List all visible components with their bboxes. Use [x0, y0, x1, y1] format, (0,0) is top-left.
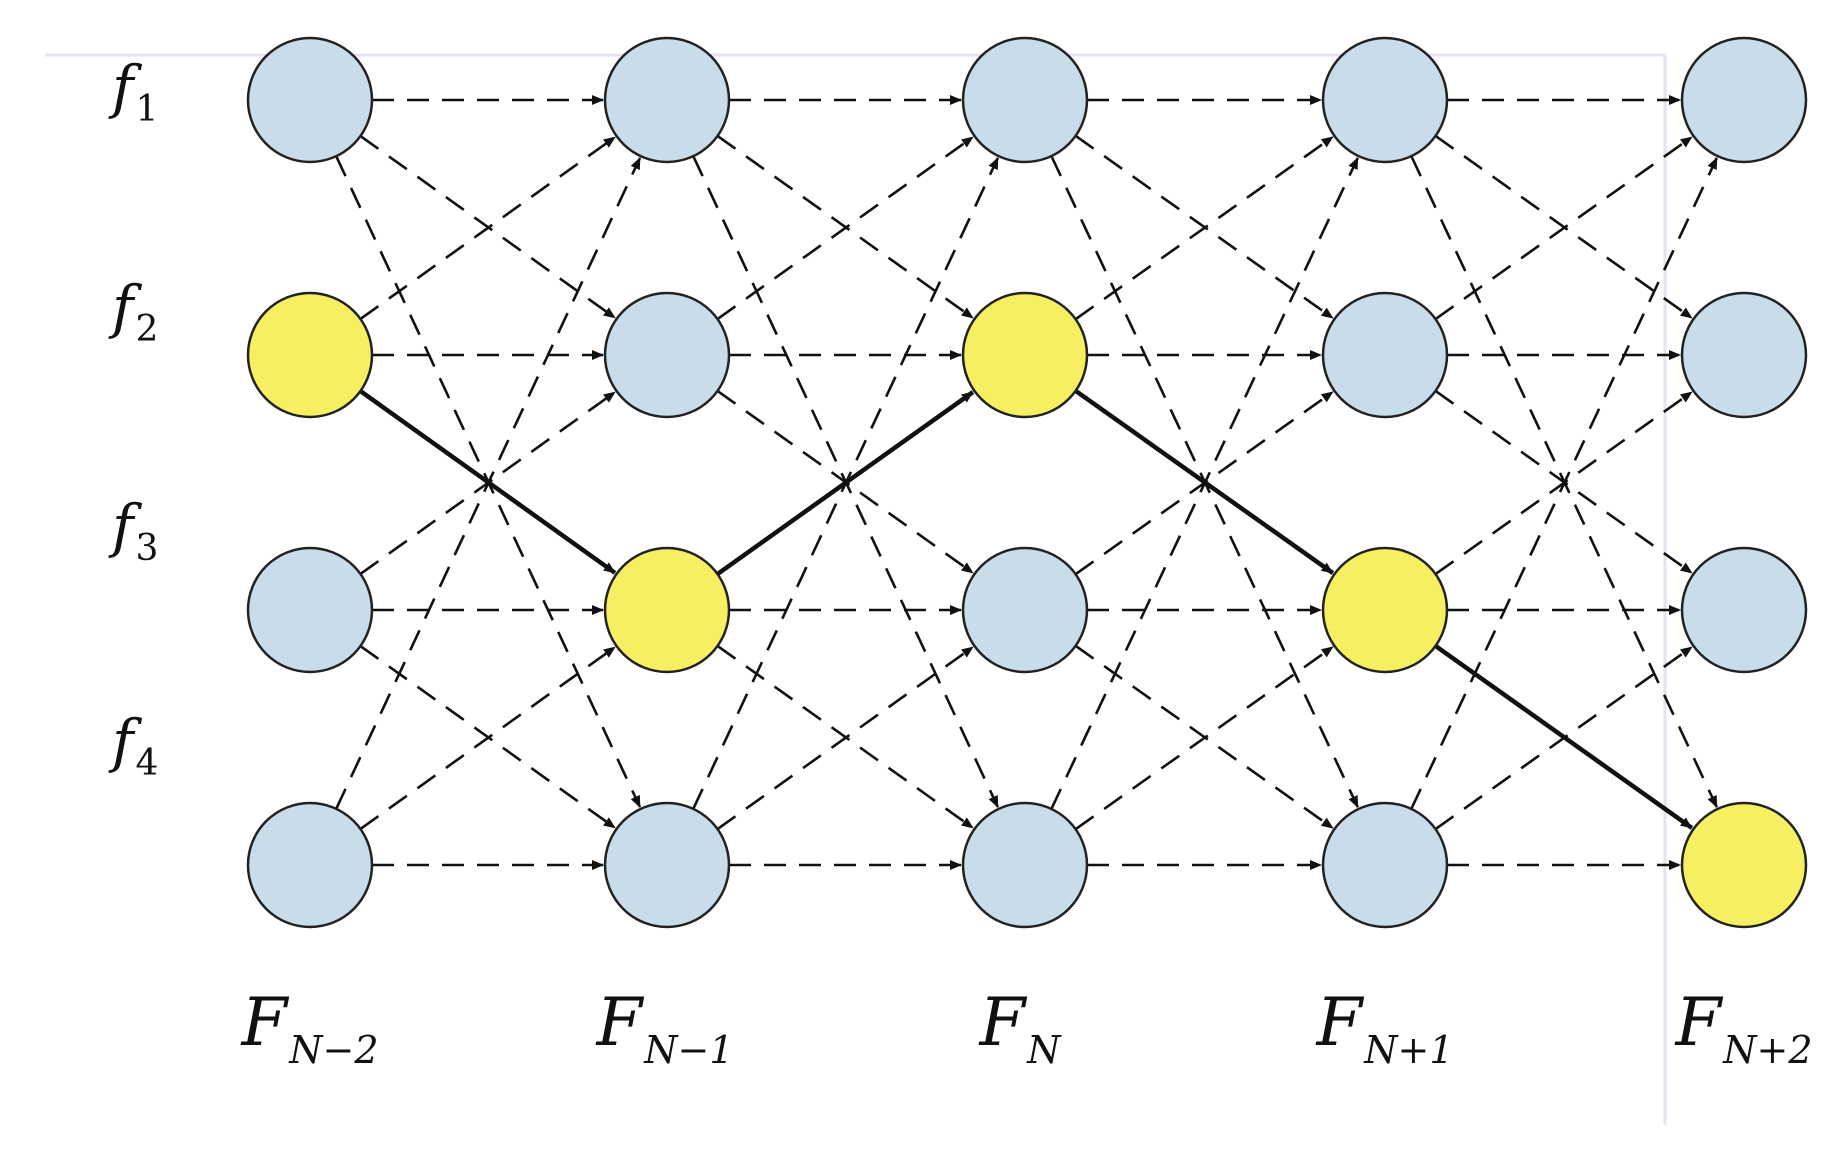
node-highlighted	[603, 546, 731, 674]
node	[1680, 291, 1808, 419]
column-label-subscript: N−2	[289, 1028, 379, 1072]
transition-edge	[359, 136, 616, 321]
node	[1321, 291, 1449, 419]
path-arrow	[1074, 389, 1335, 575]
transition-edge	[1410, 157, 1718, 810]
node-highlighted	[246, 291, 374, 419]
transition-edge	[716, 136, 974, 321]
node	[246, 546, 374, 674]
node	[961, 801, 1089, 929]
transition-edge	[1434, 136, 1693, 321]
column-label-fn-2: FN−2	[241, 990, 378, 1070]
node	[1680, 546, 1808, 674]
row-label-f3: f3	[112, 497, 158, 567]
row-label-subscript: 1	[135, 89, 159, 130]
column-label-fn: FN	[979, 990, 1060, 1070]
node	[246, 36, 374, 164]
transition-edge	[1074, 645, 1334, 831]
node	[603, 291, 731, 419]
node	[961, 36, 1089, 164]
node-highlighted	[1321, 546, 1449, 674]
column-label-subscript: N	[1027, 1028, 1061, 1072]
row-label-f2: f2	[112, 278, 158, 348]
row-label-subscript: 2	[135, 309, 159, 350]
transition-edge	[359, 646, 616, 831]
transition-edge	[716, 646, 974, 831]
node	[603, 36, 731, 164]
node	[961, 546, 1089, 674]
column-label-symbol: F	[1675, 984, 1722, 1061]
highlighted-path	[359, 389, 1694, 830]
column-label-fn+2: FN+2	[1675, 990, 1812, 1070]
column-label-subscript: N−1	[644, 1028, 734, 1072]
node-highlighted	[961, 291, 1089, 419]
column-label-subscript: N+1	[1364, 1028, 1454, 1072]
node	[603, 801, 731, 929]
node	[1321, 36, 1449, 164]
node-highlighted	[1680, 801, 1808, 929]
row-label-f1: f1	[112, 58, 158, 128]
node	[1680, 36, 1808, 164]
row-label-f4: f4	[112, 712, 158, 782]
node	[1321, 801, 1449, 929]
path-arrow	[716, 390, 975, 576]
column-label-symbol: F	[1316, 984, 1363, 1061]
transition-edges	[335, 95, 1718, 870]
column-label-fn+1: FN+1	[1316, 990, 1453, 1070]
row-label-symbol: f	[112, 707, 134, 775]
node	[246, 801, 374, 929]
column-label-symbol: F	[596, 984, 643, 1061]
path-arrow	[359, 389, 617, 575]
row-label-subscript: 3	[135, 528, 159, 569]
transition-edge	[1074, 135, 1334, 321]
column-label-subscript: N+2	[1723, 1028, 1813, 1072]
column-label-symbol: F	[979, 984, 1026, 1061]
column-label-symbol: F	[241, 984, 288, 1061]
row-label-symbol: f	[112, 273, 134, 341]
row-label-symbol: f	[112, 492, 134, 560]
trellis-nodes	[246, 36, 1808, 929]
path-arrow	[1434, 644, 1694, 830]
row-label-subscript: 4	[135, 743, 159, 784]
row-label-symbol: f	[112, 53, 134, 121]
column-label-fn-1: FN−1	[596, 990, 733, 1070]
